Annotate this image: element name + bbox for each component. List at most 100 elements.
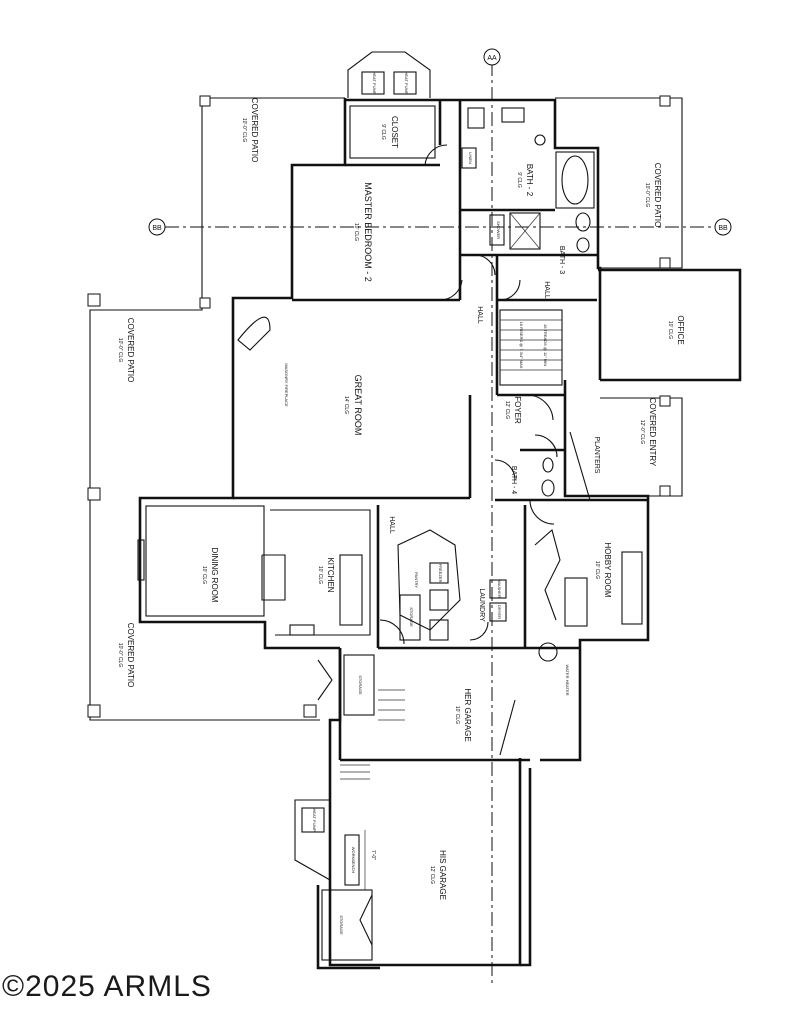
bath-3-fixtures: SHOWER <box>489 212 591 253</box>
room-hall-3: HALL <box>388 516 395 534</box>
stairs: 16 RISERS @ 7 3/4" MAX 16 TREADS @ 11" M… <box>499 309 563 386</box>
room-dining: DINING ROOM 10' CLG <box>137 505 265 617</box>
water-heater: WATER HEATER <box>538 642 570 696</box>
svg-text:10' CLG: 10' CLG <box>667 321 673 339</box>
covered-patio-west-outline <box>87 95 345 721</box>
bath-2-fixtures: LINEN <box>461 107 595 209</box>
grid-marker-bb-right: BB <box>714 218 732 236</box>
svg-text:HEAT PUMP: HEAT PUMP <box>372 72 377 95</box>
svg-text:COVERED ENTRY: COVERED ENTRY <box>648 398 657 467</box>
svg-text:10' CLG: 10' CLG <box>353 223 359 241</box>
svg-text:10' CLG: 10' CLG <box>317 566 323 584</box>
svg-text:MASONRY FIREPLACE: MASONRY FIREPLACE <box>284 363 289 407</box>
exterior-walls <box>138 98 742 970</box>
dimension-label: 7'-0" <box>370 850 376 860</box>
svg-text:COVERED PATIO: COVERED PATIO <box>250 98 259 163</box>
svg-text:9' CLG: 9' CLG <box>516 172 522 188</box>
covered-patio-east-outline <box>555 95 683 497</box>
svg-text:HER GARAGE: HER GARAGE <box>463 688 472 741</box>
svg-text:STORAGE: STORAGE <box>358 675 363 695</box>
svg-text:HALL: HALL <box>388 516 395 534</box>
room-hall-1: HALL <box>543 281 550 299</box>
svg-text:12'-0" CLG: 12'-0" CLG <box>639 420 645 445</box>
svg-text:HIS GARAGE: HIS GARAGE <box>438 850 447 900</box>
svg-text:LAUNDRY: LAUNDRY <box>478 588 485 622</box>
svg-text:COVERED PATIO: COVERED PATIO <box>653 163 662 228</box>
svg-text:KITCHEN: KITCHEN <box>326 557 335 592</box>
svg-text:PLANTERS: PLANTERS <box>593 437 600 474</box>
room-her-garage: HER GARAGE 10' CLG <box>454 688 516 756</box>
svg-text:WASHER: WASHER <box>497 580 502 598</box>
svg-text:AA: AA <box>487 55 497 62</box>
room-covered-patio-south: COVERED PATIO 10'-0" CLG <box>117 623 135 688</box>
masonry-fireplace: MASONRY FIREPLACE <box>237 316 289 407</box>
closet-label: CLOSET <box>390 116 399 148</box>
svg-text:10'-0" CLG: 10'-0" CLG <box>117 643 123 668</box>
svg-text:PANTRY: PANTRY <box>414 572 419 588</box>
room-bath-2: BATH - 2 9' CLG <box>516 164 534 197</box>
closet-dim: 9' CLG <box>380 124 386 140</box>
svg-text:MASTER BEDROOM - 2: MASTER BEDROOM - 2 <box>363 182 373 282</box>
svg-text:FOYER: FOYER <box>513 396 522 424</box>
door-swings <box>379 144 558 645</box>
svg-text:10'-0" CLG: 10'-0" CLG <box>241 118 247 143</box>
svg-text:12' CLG: 12' CLG <box>504 401 510 419</box>
svg-text:DINING ROOM: DINING ROOM <box>210 547 219 602</box>
svg-text:HEAT PUMP: HEAT PUMP <box>312 809 317 832</box>
svg-text:SHOWER: SHOWER <box>496 221 501 239</box>
svg-text:FREEZER: FREEZER <box>438 564 443 583</box>
interior-walls <box>233 100 648 762</box>
svg-text:LINEN: LINEN <box>468 152 473 164</box>
heat-pump-bottom: HEAT PUMP <box>294 799 331 881</box>
svg-text:BB: BB <box>718 225 728 232</box>
room-covered-patio-west: COVERED PATIO 10'-0" CLG <box>117 318 135 383</box>
room-storage-2: STORAGE <box>321 889 373 961</box>
svg-text:16 RISERS @ 7 3/4" MAX: 16 RISERS @ 7 3/4" MAX <box>519 322 524 369</box>
room-hall-2: HALL <box>476 306 483 324</box>
room-hobby: HOBBY ROOM 10' CLG <box>534 528 643 627</box>
svg-text:10'-0" CLG: 10'-0" CLG <box>644 183 650 208</box>
heat-pump-top: HEAT PUMP HEAT PUMP <box>347 51 431 98</box>
grid-marker-aa: AA <box>483 48 501 66</box>
room-covered-patio-ne: COVERED PATIO 10'-0" CLG <box>644 163 662 228</box>
svg-text:STORAGE: STORAGE <box>339 915 344 935</box>
svg-text:BB: BB <box>152 225 162 232</box>
svg-text:HOBBY ROOM: HOBBY ROOM <box>603 543 612 598</box>
room-great-room: GREAT ROOM 14' CLG <box>343 375 363 436</box>
svg-text:WATER HEATER: WATER HEATER <box>565 664 570 695</box>
room-kitchen: KITCHEN 10' CLG <box>261 509 371 636</box>
room-bath-3: BATH - 3 <box>558 246 565 274</box>
grid-marker-bb-left: BB <box>148 218 166 236</box>
room-his-garage: HIS GARAGE 12' CLG <box>429 850 447 900</box>
room-covered-entry: COVERED ENTRY 12'-0" CLG <box>639 398 657 467</box>
svg-text:14' CLG: 14' CLG <box>343 396 349 414</box>
room-office: OFFICE 10' CLG <box>667 315 685 344</box>
svg-text:HALL: HALL <box>543 281 550 299</box>
svg-text:BATH - 2: BATH - 2 <box>525 164 534 197</box>
planters: PLANTERS <box>569 431 600 501</box>
svg-text:COVERED PATIO: COVERED PATIO <box>126 623 135 688</box>
closet-room: CLOSET 9' CLG <box>349 105 436 159</box>
svg-text:WORKBENCH: WORKBENCH <box>351 847 356 874</box>
svg-text:HEAT PUMP: HEAT PUMP <box>404 72 409 95</box>
svg-text:12' CLG: 12' CLG <box>429 866 435 884</box>
svg-text:DRYER: DRYER <box>497 605 502 619</box>
room-storage-3: STORAGE <box>399 594 421 641</box>
copyright-watermark: ©2025 ARMLS <box>2 970 212 1003</box>
room-bath-4: BATH - 4 <box>510 457 555 497</box>
svg-text:10' CLG: 10' CLG <box>594 561 600 579</box>
room-master-bedroom: MASTER BEDROOM - 2 10' CLG <box>353 182 373 282</box>
svg-text:10' CLG: 10' CLG <box>454 706 460 724</box>
svg-text:BATH - 4: BATH - 4 <box>510 466 517 494</box>
workbench: WORKBENCH 7'-0" <box>344 830 376 890</box>
svg-text:16 TREADS @ 11" MIN: 16 TREADS @ 11" MIN <box>543 324 548 366</box>
svg-text:COVERED PATIO: COVERED PATIO <box>126 318 135 383</box>
svg-text:HALL: HALL <box>476 306 483 324</box>
svg-text:OFFICE: OFFICE <box>676 315 685 344</box>
room-covered-patio-nw: COVERED PATIO 10'-0" CLG <box>241 98 259 163</box>
room-foyer: FOYER 12' CLG <box>504 396 522 424</box>
grid-lines <box>165 62 718 985</box>
garage-steps <box>340 689 405 780</box>
svg-text:10'-0" CLG: 10'-0" CLG <box>117 338 123 363</box>
